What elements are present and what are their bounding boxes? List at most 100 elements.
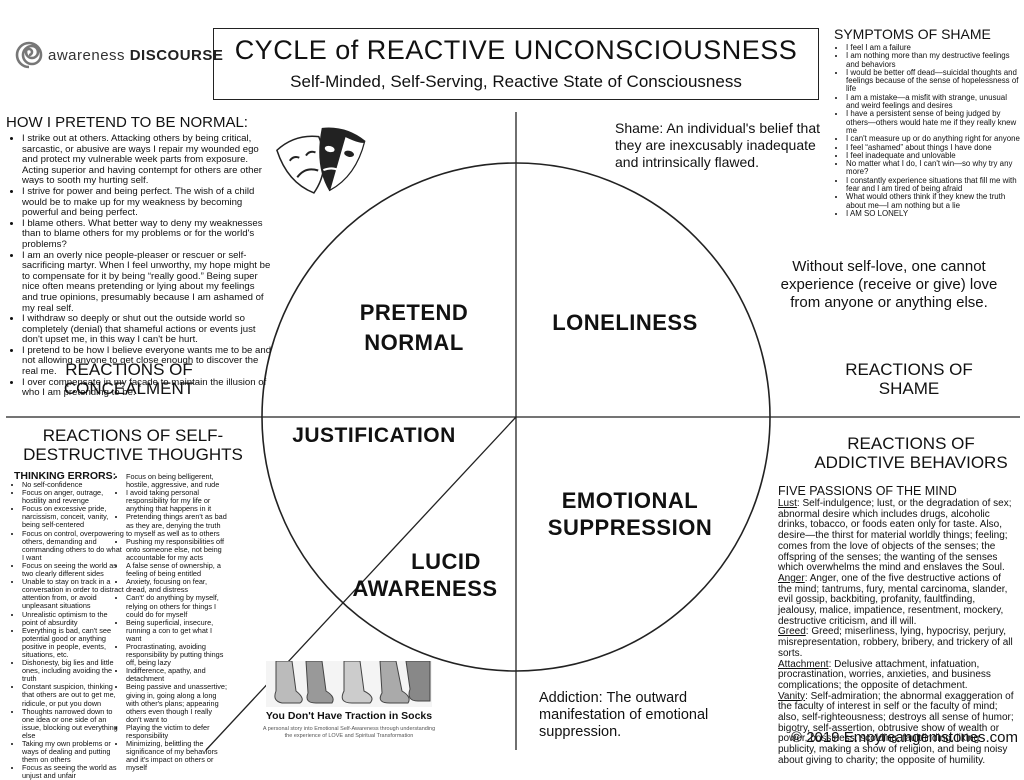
pretend-normal-heading: HOW I PRETEND TO BE NORMAL: — [6, 114, 248, 131]
symptom-item: I feel “ashamed” about things I have don… — [846, 143, 1020, 152]
thinking-errors-column-1: No self-confidenceFocus on anger, outrag… — [14, 480, 125, 780]
thinking-errors-column-2: Focus on being belligerent, hostile, agg… — [118, 472, 228, 772]
passion-term: Anger — [778, 572, 805, 584]
thinking-error-item: Constant suspicion, thinking that others… — [22, 683, 125, 707]
pretend-normal-item: I blame others. What better way to deny … — [22, 218, 272, 251]
symptom-item: What would others think if they knew the… — [846, 193, 1020, 210]
thinking-error-item: Being superficial, insecure, running a c… — [126, 618, 228, 643]
symptom-item: I AM SO LONELY — [846, 209, 1020, 218]
thinking-error-item: Focus on seeing the world as two clearly… — [22, 561, 125, 578]
page-subtitle: Self-Minded, Self-Serving, Reactive Stat… — [290, 72, 742, 91]
book-title: You Don't Have Traction in Socks — [265, 710, 433, 722]
addiction-definition: Addiction: The outward manifestation of … — [539, 690, 709, 740]
thinking-error-item: Taking my own problems or ways of dealin… — [22, 739, 125, 764]
normal-word: NORMAL — [364, 330, 464, 355]
thinking-errors-heading: THINKING ERRORS: — [14, 470, 117, 482]
pretend-normal-item: I am an overly nice people-pleaser or re… — [22, 250, 272, 315]
symptom-item: I constantly experience situations that … — [846, 176, 1020, 194]
passion-description: : Self-indulgence; lust, or the degradat… — [778, 498, 1012, 574]
symptom-item: I am a mistake—a misfit with strange, un… — [846, 93, 1020, 111]
reactions-shame-label: REACTIONS OF SHAME — [845, 360, 973, 398]
pretend-normal-item: I pretend to be how I believe everyone w… — [22, 345, 272, 378]
book-tagline: A personal story into Emotional Self-Awa… — [262, 726, 436, 739]
thinking-error-item: Focus on being belligerent, hostile, agg… — [126, 472, 228, 489]
symptom-item: I feel I am a failure — [846, 43, 1020, 52]
lucid-awareness-label: LUCID AWARENESS — [340, 548, 510, 602]
pretend-normal-label: PRETEND NORMAL — [336, 298, 492, 358]
passion-term: Attachment — [778, 658, 829, 670]
logo-word-awareness: awareness — [48, 46, 126, 64]
passion-item: Vanity: Self-admiration; the abnormal ex… — [778, 690, 1014, 767]
thinking-error-item: Indifference, apathy, and detachment — [126, 667, 228, 683]
five-passions-list: Lust: Self-indulgence; lust, or the degr… — [778, 498, 1014, 767]
thinking-error-item: Focus on excessive pride, narcissism, co… — [22, 505, 125, 529]
shame-definition: Shame: An individual's belief that they … — [615, 120, 821, 170]
reactions-concealment-label: REACTIONS OF CONCEALMENT — [63, 360, 195, 398]
thinking-error-item: Thoughts narrowed down to one idea or on… — [22, 707, 125, 740]
symptoms-list: I feel I am a failureI am nothing more t… — [834, 43, 1020, 218]
pretend-normal-item: I over compensate in my façade to mainta… — [22, 377, 272, 399]
self-love-statement: Without self-love, one cannot experience… — [780, 258, 998, 311]
thinking-error-item: Can't' do anything by myself, relying on… — [126, 594, 228, 618]
justification-label: JUSTIFICATION — [292, 424, 456, 447]
feet-in-socks-illustration — [266, 661, 432, 707]
thinking-error-item: Procrastinating, avoiding responsibility… — [126, 642, 228, 667]
passion-description: : Greed; miserliness, lying, hypocrisy, … — [778, 626, 1013, 659]
thinking-error-item: No self-confidence — [22, 480, 125, 489]
thinking-error-item: Minimizing, belittling the significance … — [126, 739, 228, 772]
thinking-error-item: Everything is bad, can't see potential g… — [22, 626, 125, 659]
pretend-normal-list: I strike out at others. Attacking others… — [6, 133, 272, 399]
passion-item: Attachment: Delusive attachment, infatua… — [778, 658, 1014, 692]
five-passions-heading: FIVE PASSIONS OF THE MIND — [778, 484, 957, 498]
thinking-error-item: Focus on anger, outrage, hostility and r… — [22, 488, 125, 505]
thinking-error-item: Focus as seeing the world as unjust and … — [22, 764, 125, 780]
loneliness-label: LONELINESS — [552, 310, 698, 335]
pretend-normal-item: I withdraw so deeply or shut out the out… — [22, 313, 272, 346]
five-passions-section: FIVE PASSIONS OF THE MIND Lust: Self-ind… — [778, 484, 1014, 767]
pretend-word: PRETEND — [359, 300, 469, 325]
cycle-circle — [261, 162, 771, 672]
thinking-error-item: Unrealistic optimism to the point of abs… — [22, 610, 125, 627]
thinking-error-item: A false sense of ownership, a feeling of… — [126, 561, 228, 578]
emotional-word: EMOTIONAL — [561, 488, 699, 513]
symptom-item: I feel inadequate and unlovable — [846, 151, 1020, 160]
passion-description: : Anger, one of the five destructive act… — [778, 572, 1008, 627]
symptom-item: I can't measure up or do anything right … — [846, 134, 1020, 143]
thinking-error-item: Unable to stay on track in a conversatio… — [22, 578, 125, 610]
passion-item: Lust: Self-indulgence; lust, or the degr… — [778, 498, 1014, 574]
diagonal-divider — [205, 416, 517, 751]
pretend-normal-section: HOW I PRETEND TO BE NORMAL: I strike out… — [6, 114, 272, 399]
emotional-suppression-label: EMOTIONAL SUPPRESSION — [530, 487, 730, 541]
symptom-item: No matter what I do, I can't win—so why … — [846, 160, 1020, 177]
pretend-normal-item: I strive for power and being perfect. Th… — [22, 186, 272, 219]
thinking-error-item: Pushing my responsibilities off onto som… — [126, 537, 228, 562]
passion-item: Greed: Greed; miserliness, lying, hypocr… — [778, 627, 1014, 659]
copyright-text: © 2019 Empyreangemstones.com — [791, 729, 1018, 746]
passion-term: Greed — [778, 626, 806, 638]
logo-word-discourse: DISCOURSE — [129, 46, 224, 64]
suppression-word: SUPPRESSION — [547, 515, 713, 540]
awareness-word: AWARENESS — [352, 576, 498, 601]
symptom-item: I am nothing more than my destructive fe… — [846, 52, 1020, 69]
thinking-errors-section: THINKING ERRORS: — [14, 470, 374, 482]
passion-description: : Self-admiration; the abnormal exaggera… — [778, 690, 1014, 766]
symptom-item: I would be better off dead—suicidal thou… — [846, 68, 1020, 94]
theater-masks-icon — [276, 127, 366, 194]
reactions-self-destructive-label: REACTIONS OF SELF-DESTRUCTIVE THOUGHTS — [23, 426, 243, 464]
page-title: CYCLE of REACTIVE UNCONSCIOUSNESS — [234, 35, 798, 65]
passion-description: : Delusive attachment, infatuation, proc… — [778, 658, 991, 691]
awareness-discourse-logo: awareness DISCOURSE — [14, 40, 223, 70]
pretend-normal-item: I strike out at others. Attacking others… — [22, 133, 272, 187]
lucid-word: LUCID — [411, 549, 481, 574]
thinking-error-item: Dishonesty, big lies and little ones, in… — [22, 658, 125, 683]
thinking-error-item: I avoid taking personal responsibility f… — [126, 489, 228, 513]
symptom-item: I have a persistent sense of being judge… — [846, 110, 1020, 135]
swirl-icon — [15, 41, 43, 69]
passion-term: Vanity — [778, 690, 806, 702]
passion-item: Anger: Anger, one of the five destructiv… — [778, 572, 1014, 628]
title-box: CYCLE of REACTIVE UNCONSCIOUSNESS Self-M… — [213, 28, 819, 100]
thinking-error-item: Focus on control, overpowering others, d… — [22, 529, 125, 562]
symptoms-heading: SYMPTOMS OF SHAME — [834, 26, 991, 42]
thinking-error-item: Being passive and unassertive; giving in… — [126, 683, 228, 724]
passion-term: Lust — [778, 498, 797, 509]
